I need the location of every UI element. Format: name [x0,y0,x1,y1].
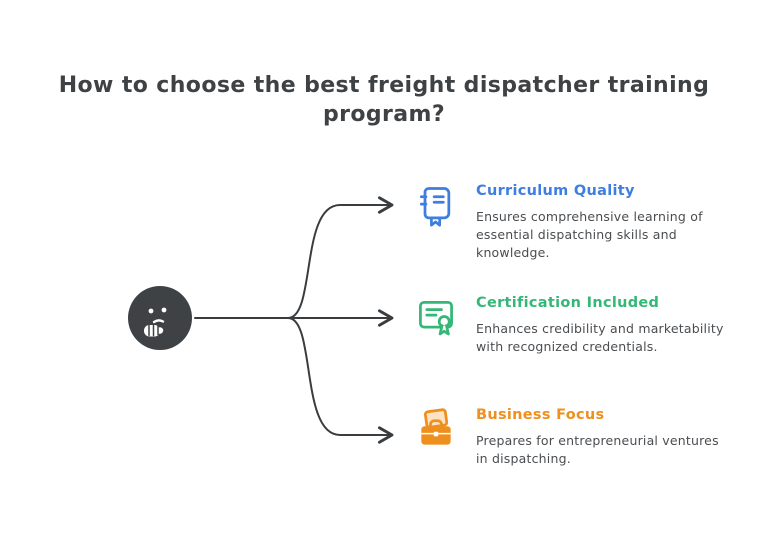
connector-top [287,196,394,319]
item-title: Curriculum Quality [476,183,635,199]
book-icon [419,187,451,227]
item-text-block: Business Focus Prepares for entrepreneur… [476,407,726,468]
item-text-block: Curriculum Quality Ensures comprehensive… [476,183,726,262]
list-item-curriculum-quality: Curriculum Quality Ensures comprehensive… [414,183,726,262]
certificate-icon [419,300,453,336]
list-item-business-focus: Business Focus Prepares for entrepreneur… [414,407,726,468]
list-item-certification-included: Certification Included Enhances credibil… [414,295,726,356]
item-description: Enhances credibility and marketability w… [476,321,724,355]
thinking-face-icon [128,286,192,350]
item-description: Ensures comprehensive learning of essent… [476,209,703,261]
item-description: Prepares for entrepreneurial ventures in… [476,433,719,467]
page-title: How to choose the best freight dispatche… [58,72,710,128]
item-title: Certification Included [476,295,660,311]
briefcase-icon [421,408,451,445]
connector-bottom [287,317,394,444]
item-title: Business Focus [476,407,605,423]
item-text-block: Certification Included Enhances credibil… [476,295,726,356]
